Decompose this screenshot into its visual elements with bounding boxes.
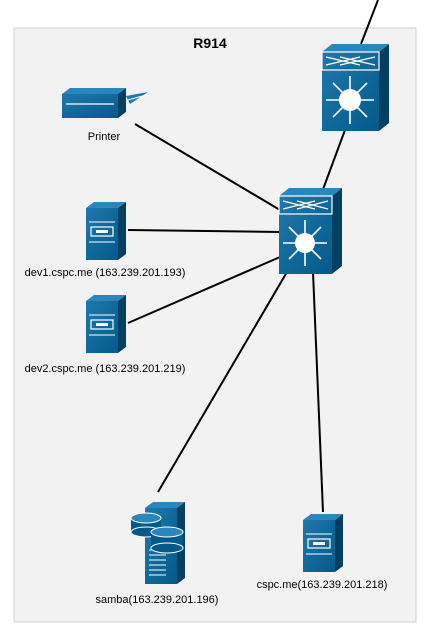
- server-icon: [86, 202, 126, 260]
- dev1-label: dev1.cspc.me (163.239.201.193): [25, 267, 186, 279]
- link-printer: [134, 123, 281, 211]
- server-icon: [86, 295, 126, 353]
- storage-server-icon: [130, 502, 185, 584]
- room-title: R914: [193, 35, 227, 51]
- layer3-switch-icon: [278, 188, 342, 274]
- samba-server-node[interactable]: samba(163.239.201.196): [96, 502, 219, 606]
- link-uplink: [360, 0, 379, 45]
- printer-label: Printer: [88, 131, 121, 143]
- link-dev1: [127, 229, 281, 233]
- cspc-label: cspc.me(163.239.201.218): [257, 579, 388, 591]
- layer3-switch-icon: [321, 44, 389, 131]
- links: [127, 0, 379, 513]
- printer-node[interactable]: Printer: [62, 88, 148, 143]
- server-icon: [303, 514, 343, 572]
- samba-label: samba(163.239.201.196): [96, 594, 219, 606]
- dev2-server-node[interactable]: dev2.cspc.me (163.239.201.219): [25, 295, 186, 375]
- dev2-label: dev2.cspc.me (163.239.201.219): [25, 363, 186, 375]
- link-samba: [157, 271, 288, 493]
- cspc-server-node[interactable]: cspc.me(163.239.201.218): [257, 514, 388, 591]
- core-switch[interactable]: [321, 44, 389, 131]
- printer-icon: [62, 88, 148, 118]
- link-cspc: [312, 271, 324, 513]
- room-switch[interactable]: [278, 188, 342, 274]
- link-core-to-room-switch: [321, 129, 346, 193]
- dev1-server-node[interactable]: dev1.cspc.me (163.239.201.193): [25, 202, 186, 279]
- link-dev2: [127, 256, 281, 324]
